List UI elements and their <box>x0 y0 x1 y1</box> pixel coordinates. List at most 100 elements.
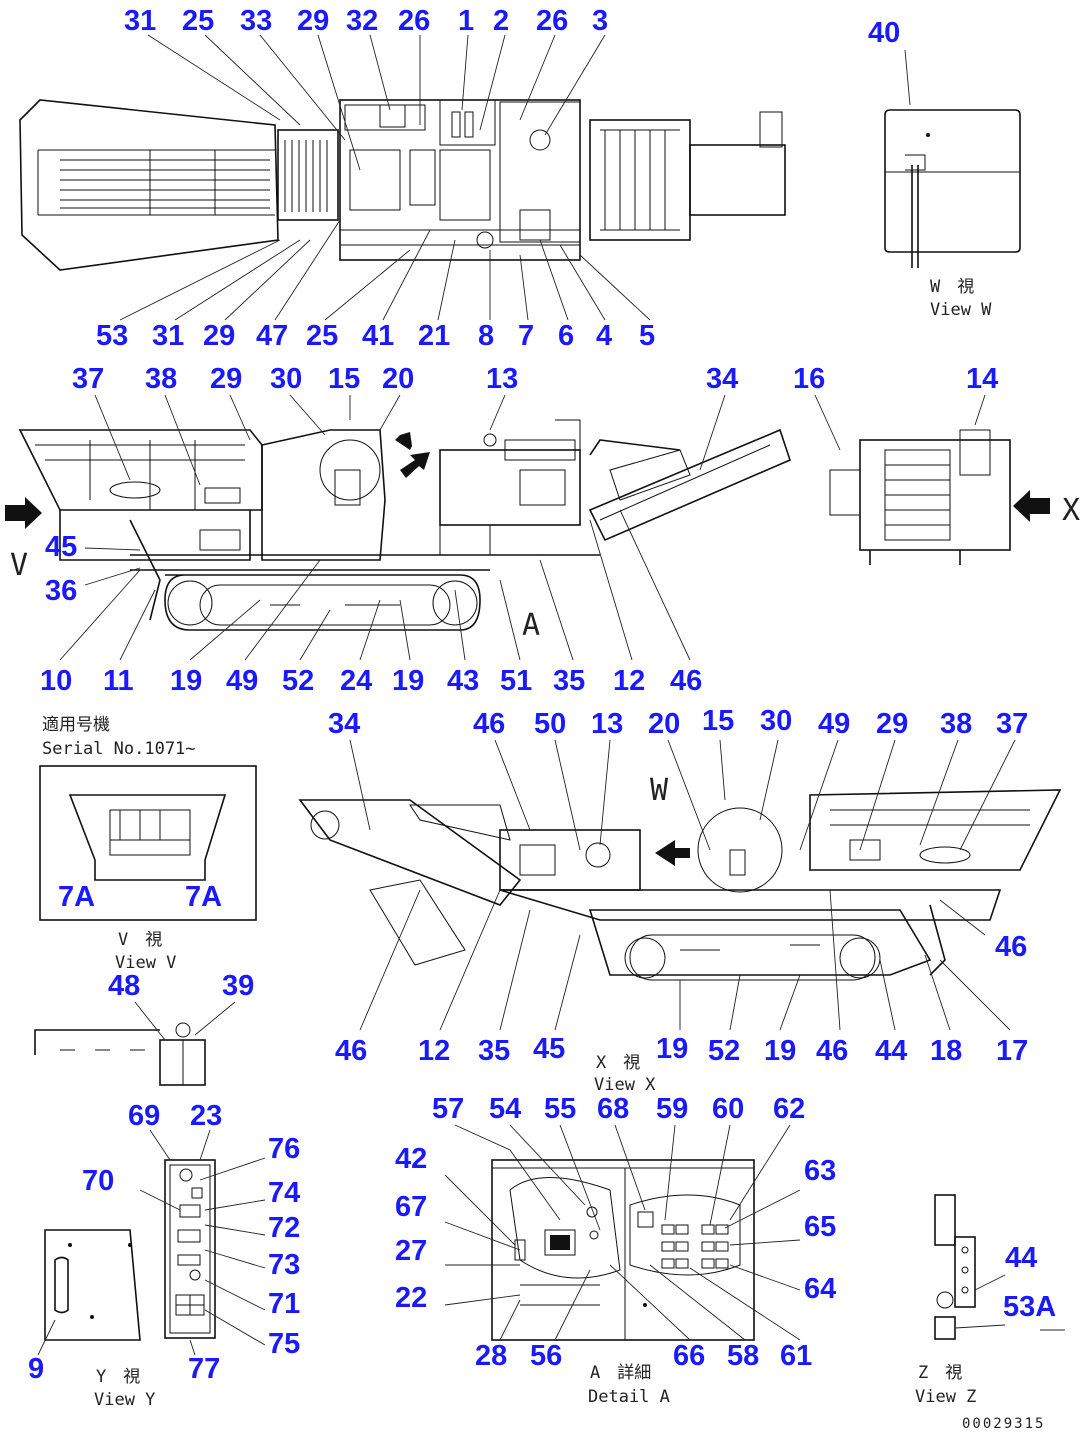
callout: 28 <box>475 1340 507 1372</box>
callout: 31 <box>152 320 184 352</box>
callout: 23 <box>190 1100 222 1132</box>
callout: 26 <box>536 5 568 37</box>
side-view-callouts-bottom: 10 11 19 49 52 24 19 43 51 35 12 46 <box>40 665 702 697</box>
view-y-caption-jp: Y 視 <box>96 1367 140 1387</box>
detail-a-callouts-right: 63 65 64 <box>804 1155 836 1305</box>
serial-line-2: Serial No.1071~ <box>42 739 196 759</box>
callout: 35 <box>478 1035 510 1067</box>
callout: 27 <box>395 1235 427 1267</box>
callout: 21 <box>418 320 450 352</box>
side-view-callouts-left: 45 36 <box>45 531 77 607</box>
callout: 42 <box>395 1143 427 1175</box>
arrow-label-v: V <box>10 548 28 583</box>
view-z-callout-44: 44 <box>1005 1242 1037 1274</box>
view-y-upper-drawing <box>34 1022 206 1086</box>
callout-7a-right: 7A <box>185 881 222 913</box>
callout: 59 <box>656 1093 688 1125</box>
arrow-a <box>395 432 430 478</box>
callout: 15 <box>328 363 360 395</box>
view-x-callout-right: 46 <box>995 931 1027 963</box>
callout: 57 <box>432 1093 464 1125</box>
callout: 1 <box>458 5 474 37</box>
callout: 20 <box>382 363 414 395</box>
callout: 38 <box>145 363 177 395</box>
callout: 34 <box>706 363 738 395</box>
callout: 76 <box>268 1133 300 1165</box>
callout: 48 <box>108 970 140 1002</box>
callout: 45 <box>45 531 77 563</box>
callout: 46 <box>335 1035 367 1067</box>
detail-a-caption-jp: A 詳細 <box>590 1363 651 1383</box>
callout: 46 <box>816 1035 848 1067</box>
callout: 8 <box>478 320 494 352</box>
callout: 46 <box>473 708 505 740</box>
callout: 35 <box>553 665 585 697</box>
callout: 69 <box>128 1100 160 1132</box>
view-x-callouts-bottom: 46 12 35 45 19 52 19 46 44 18 17 <box>335 1033 1028 1067</box>
view-w-callout: 40 <box>868 17 900 49</box>
callout: 63 <box>804 1155 836 1187</box>
callout: 15 <box>702 705 734 737</box>
detail-a-callouts-bottom: 28 56 66 58 61 <box>475 1340 812 1372</box>
callout: 11 <box>103 665 134 697</box>
callout: 56 <box>530 1340 562 1372</box>
view-z-callout-53a: 53A <box>1003 1291 1056 1323</box>
callout: 39 <box>222 970 254 1002</box>
side-view-callouts-top: 37 38 29 30 15 20 13 34 16 14 <box>72 363 998 395</box>
callout: 44 <box>875 1035 907 1067</box>
callout: 71 <box>268 1288 300 1320</box>
view-y-panel-drawing <box>44 1159 216 1341</box>
arrow-label-w: W <box>650 773 669 808</box>
callout: 37 <box>72 363 104 395</box>
callout: 49 <box>818 708 850 740</box>
callout: 12 <box>613 665 645 697</box>
view-w-caption-jp: W 視 <box>930 277 974 297</box>
view-x-callouts-top: 34 46 50 13 20 15 30 49 29 38 37 <box>328 705 1028 740</box>
callout: 5 <box>639 320 655 352</box>
callout: 19 <box>764 1035 796 1067</box>
callout: 19 <box>170 665 202 697</box>
arrow-label-x: X <box>1062 493 1080 528</box>
detail-a-callouts-left: 42 67 27 22 <box>395 1143 427 1314</box>
callout: 65 <box>804 1211 836 1243</box>
callout: 49 <box>226 665 258 697</box>
callout: 18 <box>930 1035 962 1067</box>
callout: 77 <box>188 1353 220 1385</box>
callout: 68 <box>597 1093 629 1125</box>
callout: 75 <box>268 1328 300 1360</box>
view-y-caption-en: View Y <box>94 1390 155 1410</box>
callout: 13 <box>486 363 518 395</box>
callout: 37 <box>996 708 1028 740</box>
callout: 47 <box>256 320 288 352</box>
view-x-drawing <box>298 789 1062 981</box>
callout: 52 <box>282 665 314 697</box>
callout: 2 <box>493 5 509 37</box>
callout: 24 <box>340 665 372 697</box>
callout: 61 <box>780 1340 812 1372</box>
callout: 22 <box>395 1282 427 1314</box>
callout: 26 <box>398 5 430 37</box>
callout: 14 <box>966 363 998 395</box>
callout: 34 <box>328 708 360 740</box>
callout: 43 <box>447 665 479 697</box>
callout: 29 <box>210 363 242 395</box>
detail-a-caption-en: Detail A <box>588 1387 670 1407</box>
callout: 31 <box>124 5 156 37</box>
leader-lines <box>37 34 1065 1356</box>
callout: 19 <box>392 665 424 697</box>
callout: 46 <box>670 665 702 697</box>
detail-a-callouts-top: 57 54 55 68 59 60 62 <box>432 1093 805 1125</box>
view-v-caption-en: View V <box>115 953 176 973</box>
callout-7a-left: 7A <box>58 881 95 913</box>
document-number: 00029315 <box>962 1416 1045 1432</box>
callout: 16 <box>793 363 825 395</box>
callout: 29 <box>203 320 235 352</box>
callout: 74 <box>268 1177 300 1209</box>
callout: 41 <box>362 320 394 352</box>
callout: 36 <box>45 575 77 607</box>
callout: 51 <box>500 665 532 697</box>
callout: 72 <box>268 1212 300 1244</box>
callout: 64 <box>804 1273 836 1305</box>
view-v-caption-jp: V 視 <box>118 930 162 950</box>
callout: 54 <box>489 1093 521 1125</box>
